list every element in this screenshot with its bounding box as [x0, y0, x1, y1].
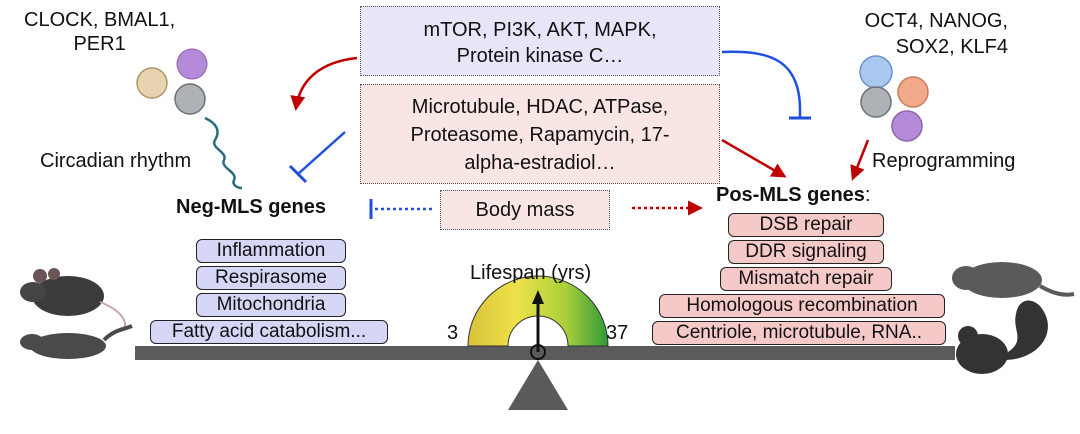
lifespan-label: Lifespan (yrs) — [470, 262, 592, 284]
inhibit-middle-to-neg-bar — [288, 164, 308, 184]
yamanaka-genes-line1: OCT4, NANOG, — [864, 10, 1008, 32]
gauge-min-label: 3 — [447, 322, 459, 344]
mouse-icon — [20, 268, 126, 331]
circadian-rhythm-label: Circadian rhythm — [40, 150, 192, 172]
pos-mls-item: DSB repair — [728, 213, 884, 237]
neg-mls-item: Inflammation — [196, 239, 346, 263]
arrow-middle-to-pos — [721, 138, 787, 178]
middle-box-line3: alpha-estradiol… — [464, 152, 616, 174]
protein-sphere-tan — [136, 67, 168, 99]
clock-genes-label: CLOCK, BMAL1, PER1 — [24, 8, 175, 56]
arrow-top-to-neg — [290, 56, 358, 111]
top-box-line1: mTOR, PI3K, AKT, MAPK, — [423, 19, 657, 41]
pos-mls-item: Mismatch repair — [720, 267, 892, 291]
dna-strand-icon — [204, 116, 243, 190]
protein-sphere-grey-right — [860, 86, 892, 118]
yamanaka-genes-label: OCT4, NANOG, SOX2, KLF4 — [836, 8, 1008, 60]
middle-drug-box: Microtubule, HDAC, ATPase, Proteasome, R… — [360, 84, 720, 184]
inhibit-middle-to-neg — [297, 131, 346, 175]
pos-mls-title: Pos-MLS genes: — [716, 184, 870, 207]
gauge-hub — [530, 344, 546, 360]
shrew-icon — [20, 324, 133, 359]
clock-genes-line2: PER1 — [73, 33, 126, 55]
gauge-needle-tip — [532, 290, 544, 304]
body-mass-box: Body mass — [440, 190, 610, 230]
protein-sphere-grey — [174, 83, 206, 115]
neg-mls-item: Fatty acid catabolism... — [150, 320, 388, 344]
protein-sphere-violet — [891, 110, 923, 142]
neg-mls-item: Respirasome — [196, 266, 346, 290]
pos-mls-title-colon: : — [864, 184, 871, 206]
gauge-max-label: 37 — [606, 322, 629, 344]
reprogramming-label: Reprogramming — [872, 150, 1016, 172]
middle-box-line2: Proteasome, Rapamycin, 17- — [410, 124, 670, 146]
yamanaka-genes-line2: SOX2, KLF4 — [895, 36, 1008, 58]
middle-box-line1: Microtubule, HDAC, ATPase, — [411, 96, 669, 118]
pos-mls-item: Centriole, microtubule, RNA.. — [652, 321, 946, 345]
pos-mls-title-text: Pos-MLS genes — [716, 184, 865, 206]
pos-mls-item: DDR signaling — [728, 240, 884, 264]
top-pathway-box: mTOR, PI3K, AKT, MAPK, Protein kinase C… — [360, 6, 720, 76]
pos-mls-item: Homologous recombination — [659, 294, 945, 318]
protein-sphere-orange — [897, 76, 929, 108]
seesaw-pivot — [508, 360, 568, 410]
arrow-reprogramming-to-pos — [850, 139, 870, 181]
body-mass-label: Body mass — [475, 199, 575, 221]
clock-genes-line1: CLOCK, BMAL1, — [24, 9, 176, 31]
protein-sphere-blue — [859, 55, 893, 89]
neg-mls-title: Neg-MLS genes — [176, 196, 327, 218]
mole-rat-icon — [952, 262, 1075, 298]
top-box-line2: Protein kinase C… — [456, 45, 624, 67]
inhibit-top-to-pos — [721, 50, 802, 118]
protein-sphere-purple — [176, 48, 208, 80]
squirrel-icon — [956, 300, 1048, 374]
neg-mls-item: Mitochondria — [196, 293, 346, 317]
